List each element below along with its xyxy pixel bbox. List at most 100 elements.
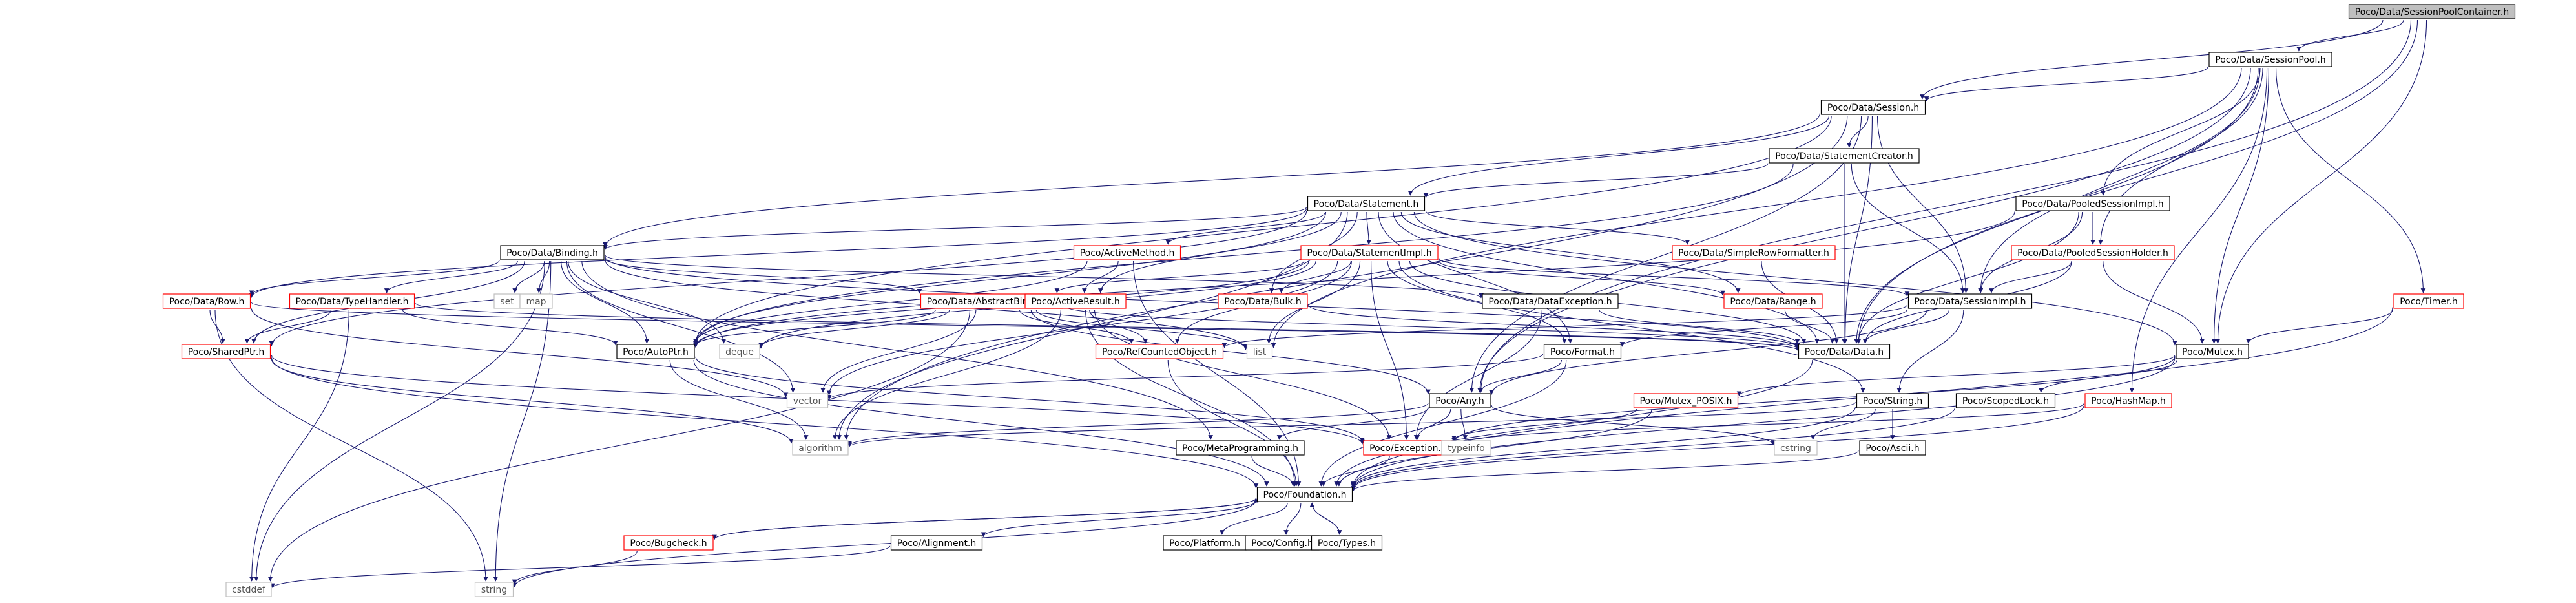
edge-sessionpool-to-pooledholder [2098,67,2263,245]
node-format[interactable]: Poco/Format.h [1543,344,1622,359]
node-scopedlock[interactable]: Poco/ScopedLock.h [1955,393,2056,408]
edge-statement-to-autoptr [693,211,1327,344]
edge-typehandler-to-sharedptr [244,309,332,344]
node-platform[interactable]: Poco/Platform.h [1163,535,1247,551]
edge-string-h-to-foundation [1351,407,1856,487]
edge-stmtimpl-to-string-h [1398,260,1865,393]
node-box [786,393,829,408]
node-sessionimpl[interactable]: Poco/Data/SessionImpl.h [1907,293,2033,309]
edge-abstractbinding-to-cstddef [267,309,971,582]
node-any[interactable]: Poco/Any.h [1429,393,1491,408]
node-types[interactable]: Poco/Types.h [1311,535,1383,551]
node-refcounted[interactable]: Poco/RefCountedObject.h [1095,344,1224,359]
node-statement[interactable]: Poco/Data/Statement.h [1307,196,1426,211]
edge-binding-to-typehandler [384,260,518,293]
node-pooledholder[interactable]: Poco/Data/PooledSessionHolder.h [2011,245,2175,260]
node-metaprog[interactable]: Poco/MetaProgramming.h [1176,440,1305,456]
edge-pooledholder-to-sessionimpl [1989,260,2072,293]
edge-abstractbinding-to-list [1035,309,1249,350]
node-box [1798,344,1891,359]
edge-string-h-to-cstring [1810,408,1876,440]
node-hashmap[interactable]: Poco/HashMap.h [2084,393,2172,408]
node-root[interactable]: Poco/Data/SessionPoolContainer.h [2348,4,2516,19]
node-activemethod[interactable]: Poco/ActiveMethod.h [1073,245,1181,260]
node-datah[interactable]: Poco/Data/Data.h [1798,344,1891,359]
node-simplerow[interactable]: Poco/Data/SimpleRowFormatter.h [1672,245,1836,260]
edge-activeresult-to-foundation [1085,309,1298,487]
node-row[interactable]: Poco/Data/Row.h [162,293,251,309]
node-alignment[interactable]: Poco/Alignment.h [890,535,983,551]
edge-autoptr-to-exception [695,356,1365,443]
edge-stmtimpl-to-exception [1371,260,1409,440]
node-deque: deque [719,344,760,359]
node-timer[interactable]: Poco/Timer.h [2393,293,2464,309]
node-label: Poco/Data/Data.h [1805,347,1884,357]
node-label: Poco/Any.h [1435,396,1484,407]
node-typeinfo: typeinfo [1441,440,1491,456]
node-ascii[interactable]: Poco/Ascii.h [1859,440,1926,456]
node-pooledimpl[interactable]: Poco/Data/PooledSessionImpl.h [2015,196,2170,211]
node-mutex[interactable]: Poco/Mutex.h [2176,344,2249,359]
node-stmtimpl[interactable]: Poco/Data/StatementImpl.h [1300,245,1439,260]
edge-session-to-autoptr [693,115,1832,344]
node-mutexposix[interactable]: Poco/Mutex_POSIX.h [1633,393,1739,408]
node-activeresult[interactable]: Poco/ActiveResult.h [1024,293,1127,309]
node-box [519,293,553,309]
node-autoptr[interactable]: Poco/AutoPtr.h [616,344,695,359]
edge-any-to-cstring [1491,405,1776,445]
node-exception[interactable]: Poco/Exception.h [1363,440,1453,456]
node-binding[interactable]: Poco/Data/Binding.h [500,245,605,260]
node-label: Poco/Ascii.h [1865,443,1919,454]
node-cstddef: cstddef [225,582,272,597]
node-box [719,344,760,359]
node-bugcheck[interactable]: Poco/Bugcheck.h [623,535,714,551]
node-label: Poco/Config.h [1251,538,1313,549]
node-typehandler[interactable]: Poco/Data/TypeHandler.h [289,293,415,309]
edge-stmtimpl-to-vector [826,260,1338,396]
node-label: Poco/Platform.h [1169,538,1240,549]
node-label: algorithm [798,443,842,454]
edge-binding-to-map [536,260,550,293]
node-label: cstring [1780,443,1811,454]
edge-mutex-to-foundation [1351,357,2176,487]
node-sharedptr[interactable]: Poco/SharedPtr.h [181,344,271,359]
edge-binding-to-row [249,260,500,296]
edge-binding-to-vector [566,260,796,393]
node-string: string [474,582,514,597]
edges-layer [209,19,2427,589]
edge-stmtimpl-to-abstractbinding [1054,260,1305,293]
node-config[interactable]: Poco/Config.h [1245,535,1320,551]
edge-hashmap-to-exception [1451,403,2084,446]
node-box [2176,344,2249,359]
node-box [1095,344,1224,359]
node-string-h[interactable]: Poco/String.h [1856,393,1929,408]
edge-root-to-sessionpool [2296,19,2404,52]
node-foundation[interactable]: Poco/Foundation.h [1256,487,1353,502]
edge-ascii-to-foundation [1351,450,1859,491]
edge-foundation-to-alignment [981,500,1257,538]
edge-string-h-to-algorithm [847,402,1856,447]
node-label: Poco/HashMap.h [2091,396,2166,407]
edge-sessionimpl-to-string-h [1896,309,1964,393]
edge-stmtimpl-to-format [1387,260,1567,344]
node-label: deque [725,347,754,357]
node-label: Poco/String.h [1863,396,1923,407]
edge-format-to-vector [826,354,1544,400]
node-sessionpool[interactable]: Poco/Data/SessionPool.h [2208,52,2332,67]
node-box [1856,393,1929,408]
node-box [1859,440,1926,456]
edge-types-to-foundation [1309,502,1340,535]
node-range[interactable]: Poco/Data/Range.h [1723,293,1823,309]
edge-sessionimpl-to-any [1489,309,1927,396]
edge-statement-to-binding [603,207,1307,250]
edge-stmtimpl-to-bulk [1278,260,1351,293]
node-bulk[interactable]: Poco/Data/Bulk.h [1218,293,1308,309]
node-label: Poco/Data/PooledSessionImpl.h [2022,199,2163,209]
node-dataexception[interactable]: Poco/Data/DataException.h [1482,293,1619,309]
edge-mutexposix-to-exception [1451,408,1637,441]
node-stmtcreator[interactable]: Poco/Data/StatementCreator.h [1769,148,1920,164]
edge-statement-to-activemethod [1165,211,1326,245]
node-session[interactable]: Poco/Data/Session.h [1820,100,1926,115]
node-label: Poco/Data/SessionImpl.h [1915,297,2026,307]
edge-stmtcreator-to-autoptr [693,164,1794,346]
